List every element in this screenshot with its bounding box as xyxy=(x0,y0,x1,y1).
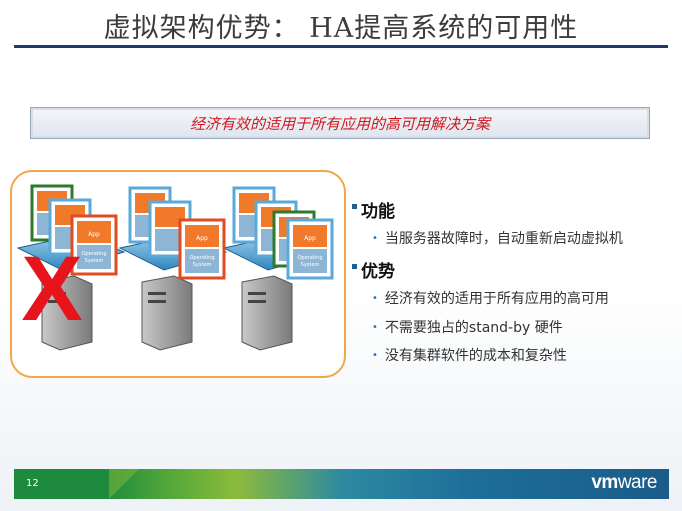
vm-os-label: System xyxy=(85,258,104,264)
failure-x-icon: X xyxy=(21,238,82,340)
sub-bullet-text: 没有集群软件的成本和复杂性 xyxy=(384,348,567,364)
vm-os-label: Operating xyxy=(298,255,323,261)
page-number: 12 xyxy=(26,478,39,489)
square-bullet-icon xyxy=(352,264,357,269)
vm-os-label: System xyxy=(193,262,212,268)
sub-bullet-text: 经济有效的适用于所有应用的高可用 xyxy=(384,291,609,307)
vm-os-label: Operating xyxy=(82,251,107,257)
heading-text: 优势 xyxy=(361,262,395,282)
heading-text: 功能 xyxy=(361,202,395,222)
vm-group-2: App Operating System xyxy=(128,186,226,280)
vm-group-1: App Operating System xyxy=(30,184,118,276)
vm-os-label: Operating xyxy=(190,255,215,261)
slide-title: 虚拟架构优势： HA提高系统的可用性 xyxy=(103,13,579,44)
vm-app-label: App xyxy=(196,235,208,242)
logo-vm: vm xyxy=(591,472,618,493)
dot-bullet-icon: • xyxy=(372,233,378,244)
logo-ware: ware xyxy=(617,472,658,493)
sub-bullet-text: 当服务器故障时，自动重新启动虚拟机 xyxy=(384,231,623,247)
vm-app-label: App xyxy=(88,231,100,238)
title-underline xyxy=(14,45,668,48)
dot-bullet-icon: • xyxy=(372,322,378,333)
dot-bullet-icon: • xyxy=(372,350,378,361)
sub-bullet-text: 不需要独占的stand-by 硬件 xyxy=(384,320,563,336)
server-1 xyxy=(41,275,93,351)
ha-diagram-svg: App Operating System App Operating Syste… xyxy=(16,184,334,351)
server-3 xyxy=(241,275,293,351)
vm-group-3: App Operating System xyxy=(232,186,334,280)
server-2 xyxy=(141,275,193,351)
dot-bullet-icon: • xyxy=(372,293,378,304)
vmware-logo: vmware xyxy=(591,472,657,494)
square-bullet-icon xyxy=(352,204,357,209)
footer-accent xyxy=(109,469,139,499)
bullet-heading-function: 功能 xyxy=(352,197,395,222)
subtitle-text: 经济有效的适用于所有应用的高可用解决方案 xyxy=(189,115,490,133)
bullet-heading-advantage: 优势 xyxy=(352,257,395,282)
footer-bar: 12 vmware xyxy=(14,469,669,499)
sub-bullet: • 经济有效的适用于所有应用的高可用 xyxy=(372,288,609,308)
ha-diagram: App Operating System App Operating Syste… xyxy=(10,170,346,378)
sub-bullet: • 没有集群软件的成本和复杂性 xyxy=(372,345,567,365)
vm-os-label: System xyxy=(301,262,320,268)
sub-bullet: • 不需要独占的stand-by 硬件 xyxy=(372,317,563,337)
sub-bullet: • 当服务器故障时，自动重新启动虚拟机 xyxy=(372,228,623,248)
subtitle-banner: 经济有效的适用于所有应用的高可用解决方案 xyxy=(30,107,650,139)
vm-app-label: App xyxy=(304,235,316,242)
